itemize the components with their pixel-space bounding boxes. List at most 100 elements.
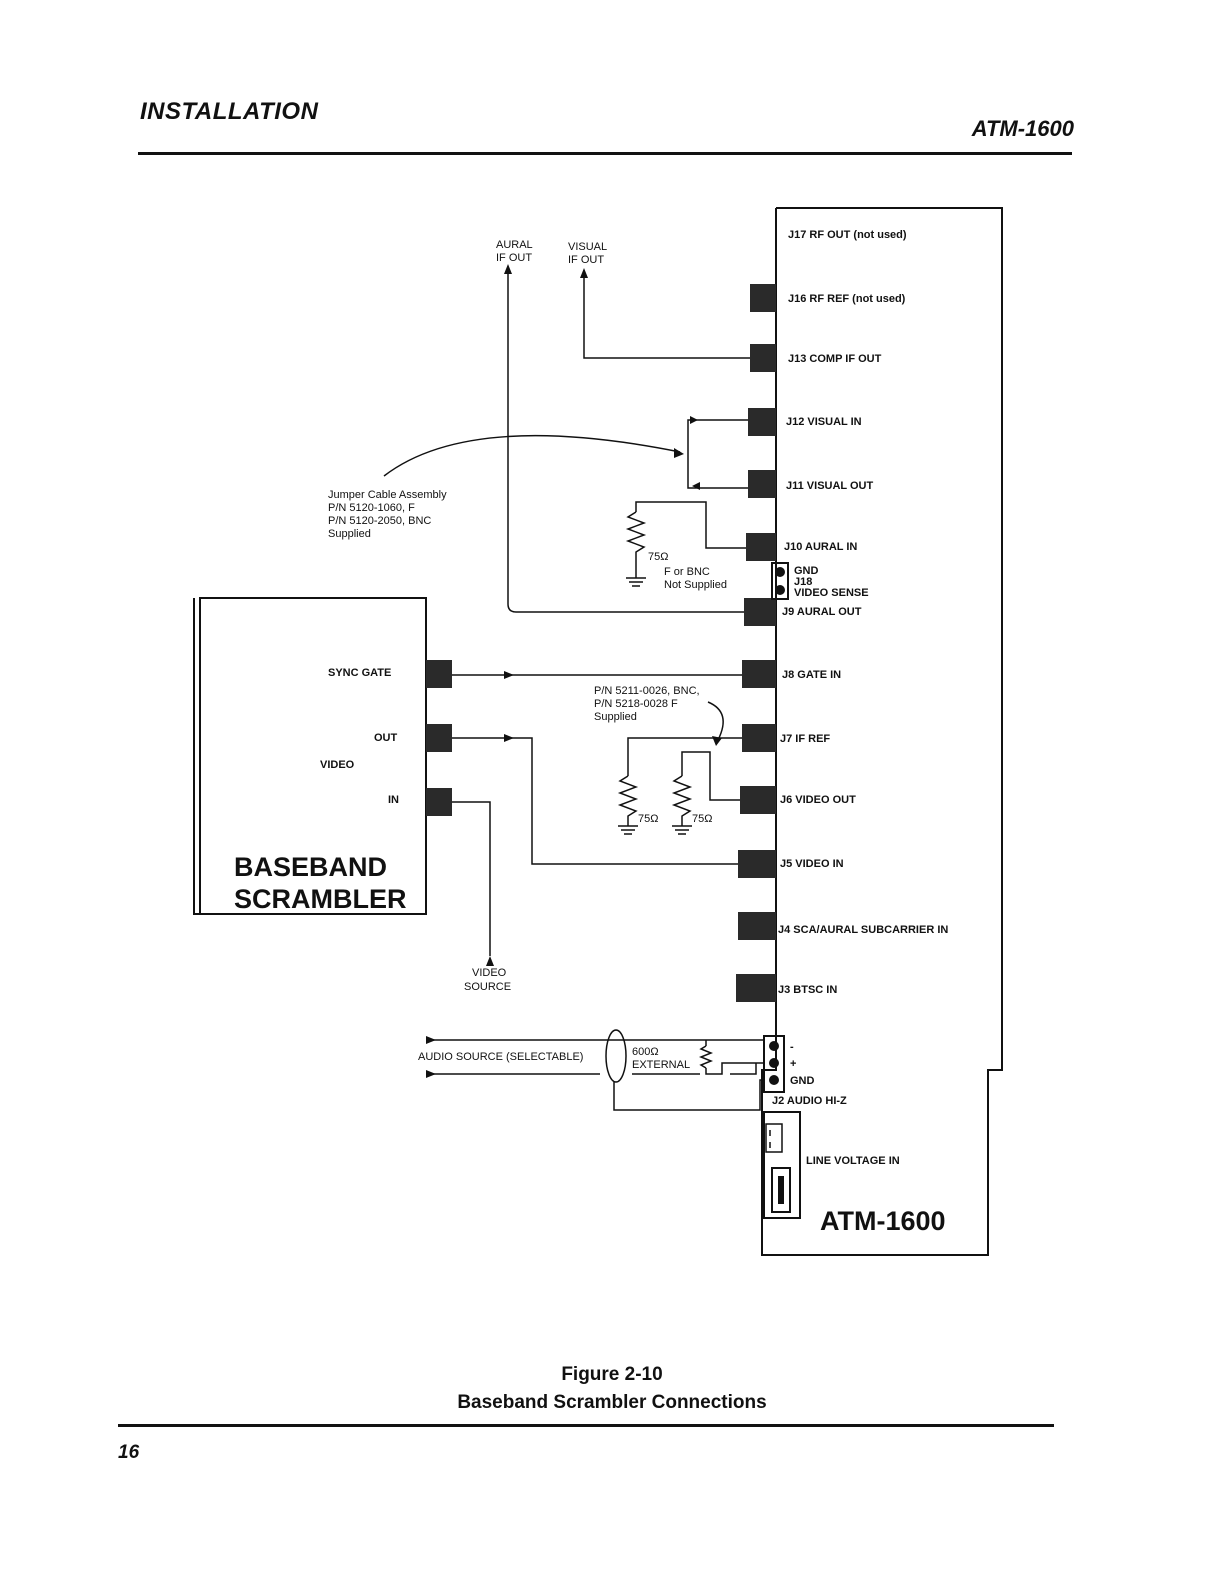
j18-terminal: [771, 562, 789, 600]
resistor-icon: [617, 775, 639, 826]
label-j6: J6 VIDEO OUT: [780, 794, 856, 806]
label-sync-gate: SYNC GATE: [328, 667, 391, 679]
label-j3: J3 BTSC IN: [778, 984, 837, 996]
label-j2-minus: -: [790, 1041, 794, 1053]
label-term-2: Not Supplied: [664, 579, 727, 591]
wire-audio-minus: [426, 1039, 765, 1046]
label-line-voltage: LINE VOLTAGE IN: [806, 1155, 900, 1167]
label-j17: J17 RF OUT (not used): [788, 229, 907, 241]
power-inlet-icon: [763, 1111, 801, 1219]
label-term-1: F or BNC: [664, 566, 710, 578]
label-j8: J8 GATE IN: [782, 669, 841, 681]
arrow-up-icon: [486, 956, 494, 966]
ground-icon: [626, 577, 646, 587]
wire-j6-termination: [681, 751, 740, 801]
label-j7: J7 IF REF: [780, 733, 830, 745]
label-jumper-4: Supplied: [328, 528, 371, 540]
resistor-icon: [671, 775, 693, 826]
connector-j12: [748, 408, 776, 436]
wire-visual-if-out: [583, 276, 750, 359]
connector-j8: [742, 660, 776, 688]
page-number: 16: [118, 1442, 140, 1463]
label-aural-if-out-2: IF OUT: [496, 252, 532, 264]
connector-j3: [736, 974, 776, 1002]
label-visual-if-out-1: VISUAL: [568, 241, 607, 253]
label-visual-if-out-2: IF OUT: [568, 254, 604, 266]
label-j11: J11 VISUAL OUT: [786, 480, 873, 492]
label-video-source-2: SOURCE: [464, 981, 511, 993]
label-jumper-3: P/N 5120-2050, BNC: [328, 515, 431, 527]
cable-bundle-icon: [605, 1029, 627, 1083]
baseband-scrambler-unit: [193, 597, 452, 915]
ac-socket-icon: [765, 1123, 783, 1153]
atm-unit-name: ATM-1600: [820, 1206, 946, 1236]
label-600-ohm: 600Ω: [632, 1046, 659, 1058]
label-j16: J16 RF REF (not used): [788, 293, 906, 305]
label-75-ohm: 75Ω: [692, 813, 712, 825]
label-audio-source: AUDIO SOURCE (SELECTABLE): [418, 1051, 583, 1063]
label-pn-3: Supplied: [594, 711, 637, 723]
wire-video-source: [452, 801, 491, 956]
atm-1600-unit: [761, 207, 1003, 1256]
arrow-right-icon: [674, 448, 684, 458]
label-aural-if-out-1: AURAL: [496, 239, 533, 251]
connector-j7: [742, 724, 776, 752]
label-j5: J5 VIDEO IN: [780, 858, 844, 870]
label-j18: J18: [794, 576, 812, 588]
jumper-pointer-curve: [383, 434, 681, 477]
figure-title: Baseband Scrambler Connections: [457, 1392, 767, 1413]
connector-video-in: [426, 788, 452, 816]
screw-icon: [769, 1075, 779, 1085]
footer-rule: [118, 1424, 1054, 1427]
label-pn-2: P/N 5218-0028 F: [594, 698, 678, 710]
label-j2: J2 AUDIO HI-Z: [772, 1095, 847, 1107]
atm-connectors: [736, 284, 776, 1002]
wire-jumper-cable: [687, 419, 748, 489]
arrow-up-icon: [580, 268, 588, 278]
label-video-source-1: VIDEO: [472, 967, 507, 979]
label-j18-gnd: GND: [794, 565, 819, 577]
label-video-out: OUT: [374, 732, 398, 744]
label-75-ohm: 75Ω: [648, 551, 668, 563]
resistor-icon: [625, 511, 647, 578]
j2-terminal: [763, 1035, 785, 1093]
wire-external-load: [705, 1040, 764, 1075]
scrambler-name-line2: SCRAMBLER: [234, 884, 407, 914]
ground-icon: [618, 825, 638, 835]
connector-j13: [750, 344, 776, 372]
connector-sync-gate: [426, 660, 452, 688]
connector-j6: [740, 786, 776, 814]
label-video-in: IN: [388, 794, 399, 806]
label-j2-gnd: GND: [790, 1075, 815, 1087]
label-j10: J10 AURAL IN: [784, 541, 857, 553]
label-jumper-2: P/N 5120-1060, F: [328, 502, 415, 514]
screw-icon: [769, 1058, 779, 1068]
resistor-icon: [698, 1045, 714, 1069]
wire-j10-termination: [635, 501, 746, 549]
label-j13: J13 COMP IF OUT: [788, 353, 882, 365]
wire-j7-termination: [627, 737, 742, 776]
fuse-holder-icon: [771, 1167, 791, 1213]
label-pn-1: P/N 5211-0026, BNC,: [594, 685, 700, 697]
wire-video-out: [452, 737, 738, 865]
connector-video-out: [426, 724, 452, 752]
connector-j11: [748, 470, 776, 498]
wire-audio-plus-term: [730, 1063, 757, 1075]
scrambler-name-line1: BASEBAND: [234, 852, 387, 882]
screw-icon: [769, 1041, 779, 1051]
screw-icon: [775, 585, 785, 595]
arrow-right-icon: [690, 416, 698, 424]
product-header: ATM-1600: [971, 116, 1074, 141]
arrow-up-icon: [504, 264, 512, 274]
figure-number: Figure 2-10: [561, 1364, 663, 1385]
arrow-right-icon: [504, 734, 514, 742]
label-j18-sense: VIDEO SENSE: [794, 587, 869, 599]
ground-icon: [672, 825, 692, 835]
pointer-curve: [707, 701, 724, 741]
label-jumper-1: Jumper Cable Assembly: [328, 489, 447, 501]
header-rule: [138, 152, 1072, 155]
screw-icon: [775, 567, 785, 577]
connector-j5: [738, 850, 776, 878]
label-j2-plus: +: [790, 1058, 796, 1070]
